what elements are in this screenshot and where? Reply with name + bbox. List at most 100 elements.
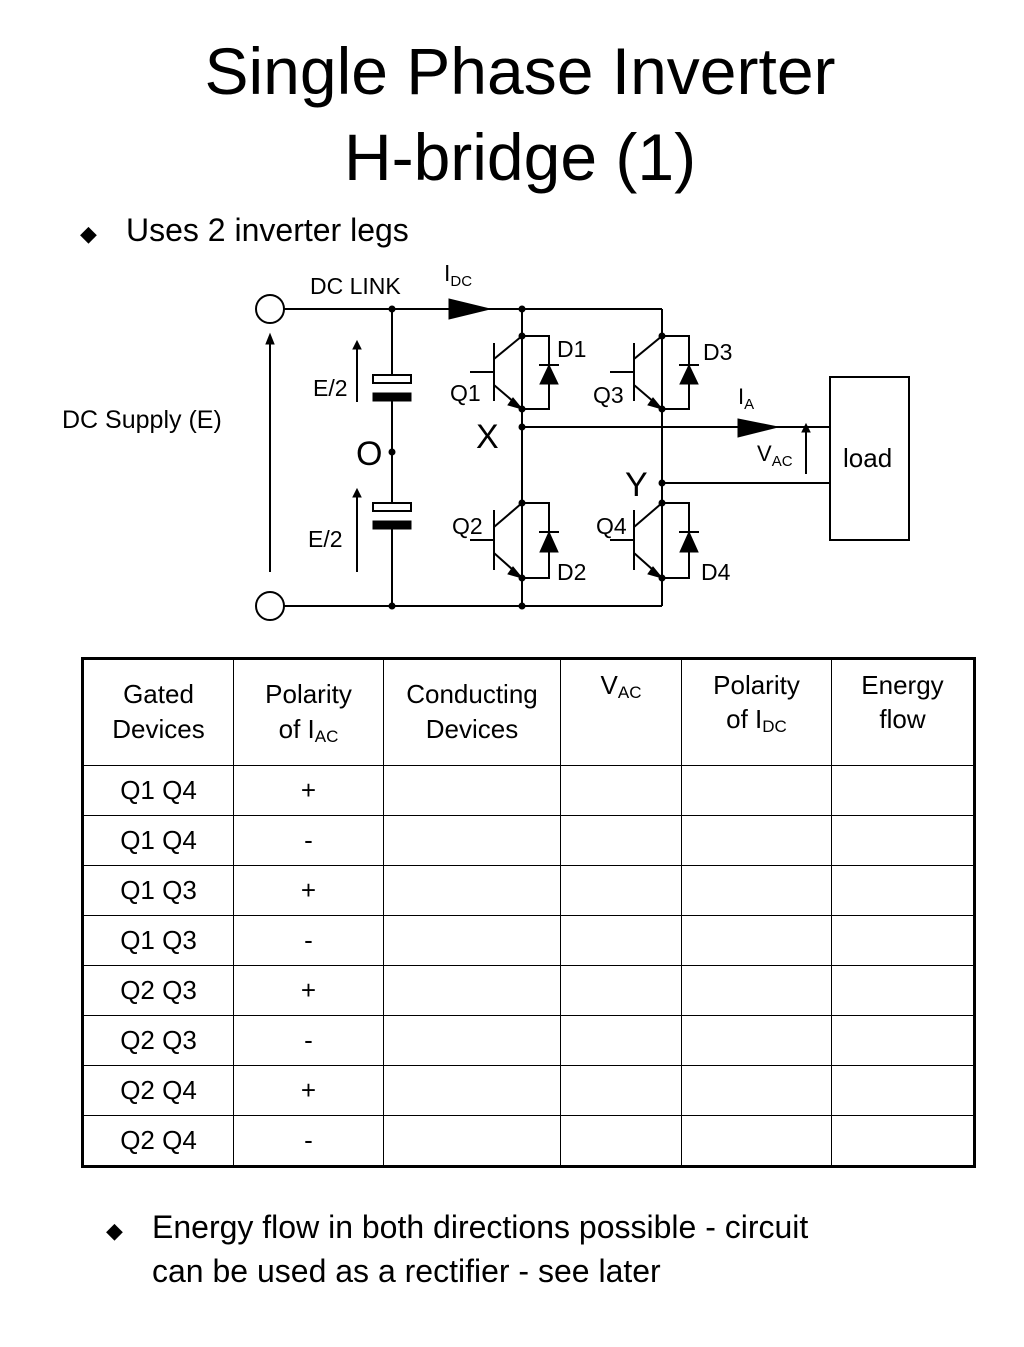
page-title: Single Phase Inverter H-bridge (1) xyxy=(0,28,1024,200)
cell-polarity: - xyxy=(233,1115,384,1167)
e-half-bottom-label: E/2 xyxy=(308,526,343,552)
table-row: Q2 Q4- xyxy=(82,1115,975,1167)
cell-empty xyxy=(681,1115,832,1167)
ia-arrow xyxy=(737,418,779,438)
header-vac: VAC xyxy=(560,658,682,766)
cell-empty xyxy=(560,1065,682,1116)
e-half-top-label: E/2 xyxy=(313,375,348,401)
cell-empty xyxy=(383,1015,561,1066)
cell-gated: Q1 Q3 xyxy=(82,865,234,916)
d3-label: D3 xyxy=(703,339,732,365)
diode-d4 xyxy=(679,530,699,553)
cell-empty xyxy=(560,965,682,1016)
cell-gated: Q2 Q3 xyxy=(82,1015,234,1066)
vac-label: VAC xyxy=(757,441,793,470)
node-y-label: Y xyxy=(625,466,648,504)
q2-label: Q2 xyxy=(452,513,483,539)
cell-empty xyxy=(831,915,975,966)
table-header-row: Gated Devices Polarity of IAC Conducting… xyxy=(82,658,975,766)
q1-label: Q1 xyxy=(450,380,481,406)
d4-label: D4 xyxy=(701,559,731,585)
d2-label: D2 xyxy=(557,559,586,585)
capacitor-bottom-plate-a xyxy=(372,502,412,512)
cell-empty xyxy=(560,815,682,866)
table-row: Q2 Q3+ xyxy=(82,965,975,1016)
cell-gated: Q2 Q4 xyxy=(82,1115,234,1167)
cell-empty xyxy=(831,1065,975,1116)
cell-gated: Q2 Q3 xyxy=(82,965,234,1016)
table-row: Q1 Q3- xyxy=(82,915,975,966)
diode-d3 xyxy=(679,363,699,385)
cell-empty xyxy=(681,1015,832,1066)
h-bridge-circuit-diagram: DC LINK IDC DC Supply (E) E/2 E/2 O X Y … xyxy=(62,260,910,621)
cell-gated: Q1 Q4 xyxy=(82,765,234,816)
bullet-energy-flow: ◆ Energy flow in both directions possibl… xyxy=(106,1205,808,1293)
cell-empty xyxy=(560,1115,682,1167)
load-box xyxy=(829,376,910,541)
cell-empty xyxy=(560,765,682,816)
cell-empty xyxy=(383,1065,561,1116)
cell-empty xyxy=(560,1015,682,1066)
table-row: Q2 Q3- xyxy=(82,1015,975,1066)
idc-arrow xyxy=(448,298,491,320)
header-conducting-devices: Conducting Devices xyxy=(383,658,561,766)
cell-empty xyxy=(831,1015,975,1066)
header-gated-devices: Gated Devices xyxy=(82,658,234,766)
table-row: Q2 Q4+ xyxy=(82,1065,975,1116)
cell-empty xyxy=(681,865,832,916)
cell-empty xyxy=(560,915,682,966)
circuit-filled-parts xyxy=(265,298,811,610)
header-polarity-idc: Polarity of IDC xyxy=(681,658,832,766)
node-o-label: O xyxy=(356,435,382,473)
cell-empty xyxy=(681,765,832,816)
bullet-text: Uses 2 inverter legs xyxy=(126,212,409,248)
cell-gated: Q2 Q4 xyxy=(82,1065,234,1116)
cell-empty xyxy=(560,865,682,916)
bottom-terminal xyxy=(255,591,285,621)
switching-state-table: Gated Devices Polarity of IAC Conducting… xyxy=(81,657,976,1168)
cell-empty xyxy=(383,765,561,816)
ia-label: IA xyxy=(738,384,754,413)
cell-polarity: - xyxy=(233,915,384,966)
d1-label: D1 xyxy=(557,336,586,362)
diode-d1 xyxy=(539,363,559,385)
cell-polarity: - xyxy=(233,1015,384,1066)
cell-empty xyxy=(383,965,561,1016)
diamond-bullet-icon: ◆ xyxy=(80,221,97,246)
bullet-uses-legs: ◆ Uses 2 inverter legs xyxy=(80,208,409,252)
idc-label: IDC xyxy=(444,260,472,290)
diamond-bullet-icon: ◆ xyxy=(106,1218,123,1243)
cell-empty xyxy=(681,965,832,1016)
cell-polarity: + xyxy=(233,865,384,916)
cell-polarity: - xyxy=(233,815,384,866)
title-line-2: H-bridge (1) xyxy=(343,120,697,194)
q3-label: Q3 xyxy=(593,382,624,408)
cell-empty xyxy=(383,1115,561,1167)
table-row: Q1 Q3+ xyxy=(82,865,975,916)
cell-empty xyxy=(681,815,832,866)
cell-polarity: + xyxy=(233,965,384,1016)
cell-empty xyxy=(681,1065,832,1116)
cell-polarity: + xyxy=(233,1065,384,1116)
cell-empty xyxy=(831,765,975,816)
diode-d2 xyxy=(539,530,559,553)
cell-empty xyxy=(831,1115,975,1167)
header-energy-flow: Energy flow xyxy=(831,658,975,766)
capacitor-top-plate-b xyxy=(372,392,412,402)
q4-label: Q4 xyxy=(596,513,627,539)
cell-empty xyxy=(831,965,975,1016)
cell-polarity: + xyxy=(233,765,384,816)
cell-empty xyxy=(681,915,832,966)
cell-empty xyxy=(383,915,561,966)
cell-empty xyxy=(831,815,975,866)
cell-empty xyxy=(383,865,561,916)
bullet-text-line-2: can be used as a rectifier - see later xyxy=(152,1253,661,1289)
node-x-label: X xyxy=(476,418,499,456)
table-row: Q1 Q4+ xyxy=(82,765,975,816)
top-terminal xyxy=(255,294,285,324)
cell-empty xyxy=(831,865,975,916)
table-row: Q1 Q4- xyxy=(82,815,975,866)
header-polarity-iac: Polarity of IAC xyxy=(233,658,384,766)
capacitor-bottom-plate-b xyxy=(372,520,412,530)
cell-empty xyxy=(383,815,561,866)
